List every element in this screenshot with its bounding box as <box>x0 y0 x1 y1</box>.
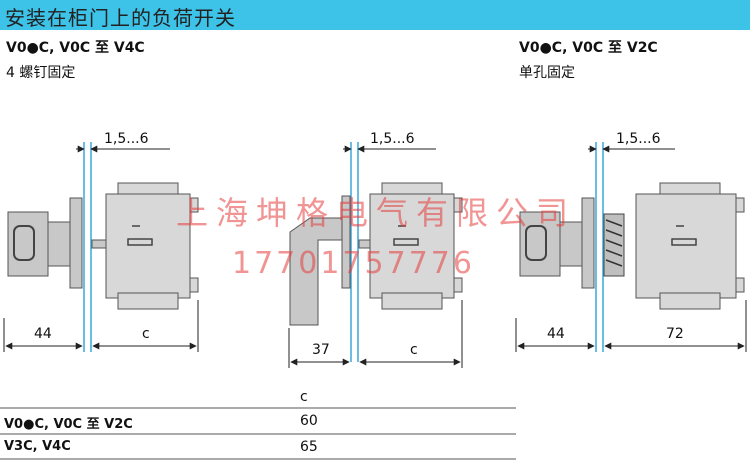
right-mounting-label: 单孔固定 <box>519 65 575 81</box>
door-thickness-label-2: 1,5...6 <box>370 131 415 147</box>
dim-handle-37: 37 <box>312 342 330 358</box>
table-row: V3C, V4C 65 <box>0 436 516 458</box>
diagram-handle <box>288 142 463 368</box>
dim-body-c-left: c <box>142 326 150 342</box>
table-row: V0●C, V0C 至 V2C 60 <box>0 410 516 432</box>
table-row-value: 60 <box>300 413 318 429</box>
dim-front-44-right: 44 <box>547 326 565 342</box>
table-header-c: c <box>300 389 308 405</box>
table-row-label: V3C, V4C <box>4 439 71 454</box>
page-title: 安装在柜门上的负荷开关 <box>5 6 236 30</box>
header-bar: 安装在柜门上的负荷开关 <box>0 0 750 30</box>
watermark-company: 上海坤格电气有限公司 <box>176 194 577 232</box>
left-models-label: V0●C, V0C 至 V4C <box>6 40 145 56</box>
door-thickness-label-3: 1,5...6 <box>616 131 661 147</box>
left-mounting-label: 4 螺钉固定 <box>6 65 76 81</box>
watermark-phone: 17701757776 <box>232 246 475 281</box>
table-row-value: 65 <box>300 439 318 455</box>
right-models-label: V0●C, V0C 至 V2C <box>519 40 658 56</box>
table-row-label: V0●C, V0C 至 V2C <box>4 417 133 432</box>
door-thickness-label-1: 1,5...6 <box>104 131 149 147</box>
diagram-single-hole <box>515 142 747 352</box>
dim-front-44-left: 44 <box>34 326 52 342</box>
dim-body-c-middle: c <box>410 342 418 358</box>
dim-body-72: 72 <box>666 326 684 342</box>
diagram-4-screw <box>3 142 199 352</box>
